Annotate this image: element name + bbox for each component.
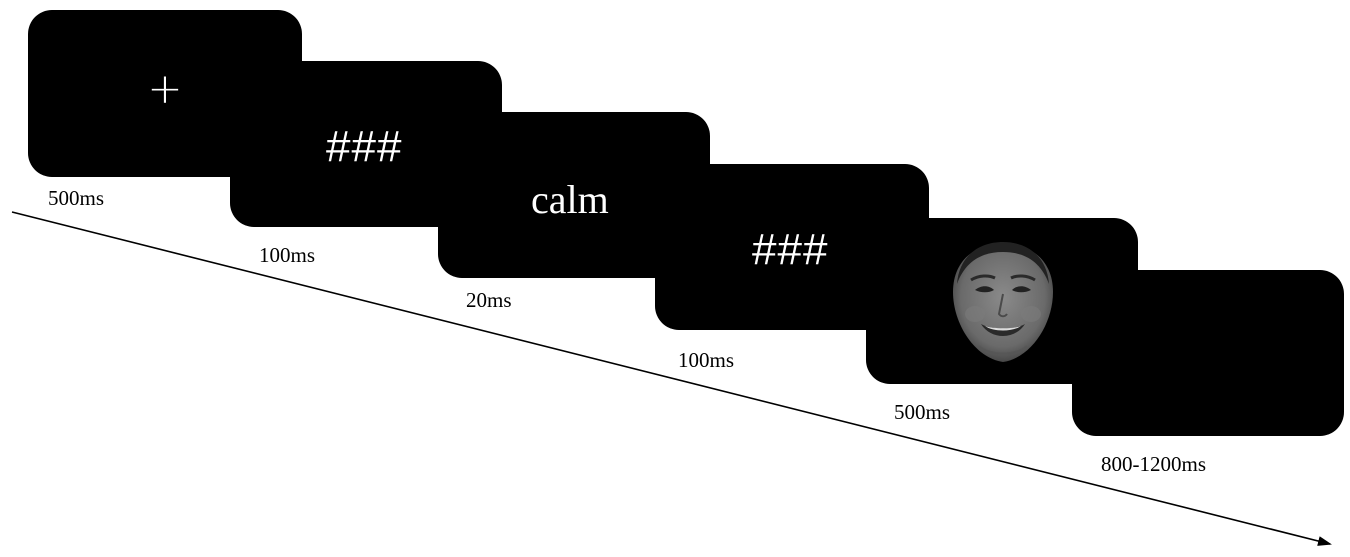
duration-label-backward-mask: 100ms xyxy=(678,348,735,372)
prime-word-text: calm xyxy=(531,177,609,222)
duration-label-fixation: 500ms xyxy=(48,186,105,210)
backward-mask-text: ### xyxy=(752,225,829,274)
blank-screen xyxy=(1072,270,1344,436)
forward-mask-text: ### xyxy=(326,122,403,171)
duration-label-face: 500ms xyxy=(894,400,951,424)
fixation-cross: + xyxy=(147,63,183,113)
duration-label-forward-mask: 100ms xyxy=(259,243,316,267)
duration-label-blank: 800-1200ms xyxy=(1101,452,1206,476)
smiling-face-icon xyxy=(949,240,1057,366)
duration-label-prime-word: 20ms xyxy=(466,288,512,312)
